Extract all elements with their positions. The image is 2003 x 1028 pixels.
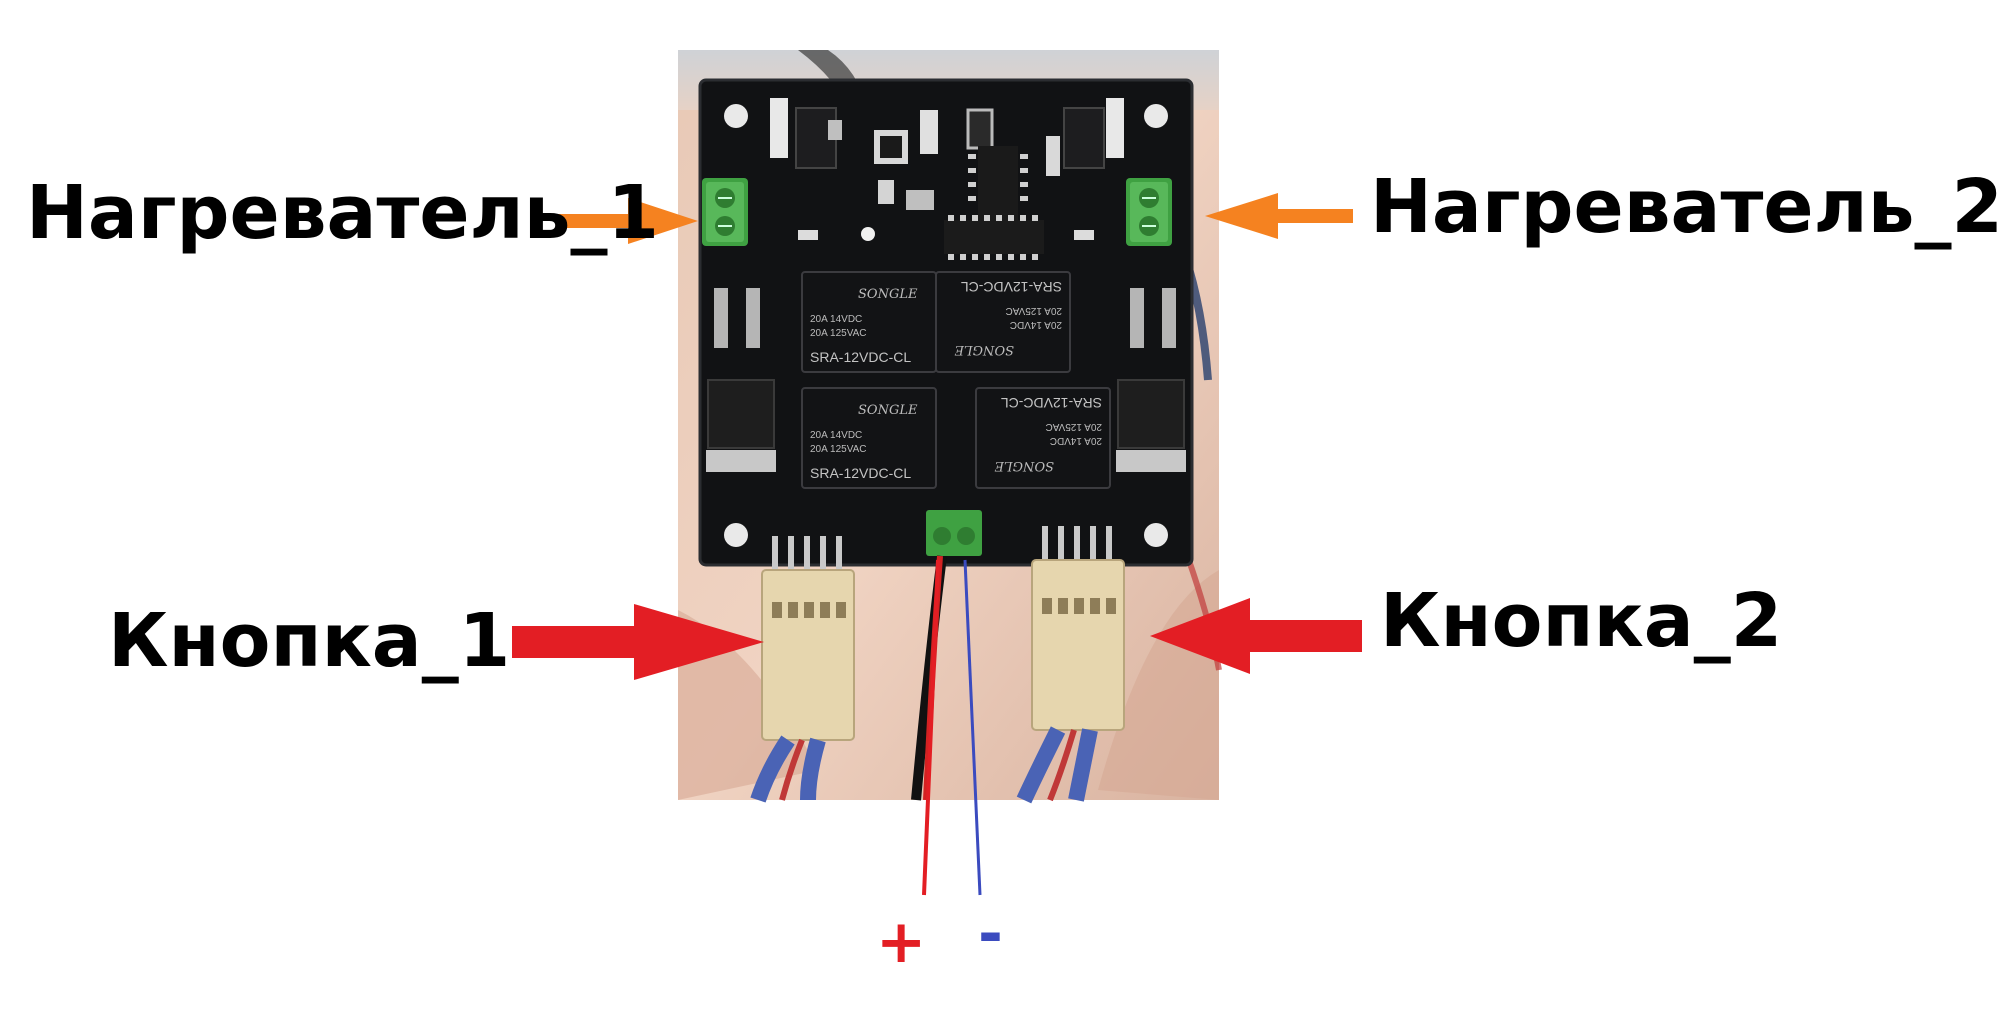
button-2-connector [1031, 526, 1125, 731]
relay-rating-2: 20A 125VAC [1005, 305, 1062, 316]
mounting-hole [1144, 523, 1168, 547]
relay: SONGLE 20A 14VDC 20A 125VAC SRA-12VDC-CL [801, 271, 937, 373]
relay-rating-2: 20A 125VAC [1045, 421, 1102, 432]
relay: SONGLE 20A 14VDC 20A 125VAC SRA-12VDC-CL [975, 387, 1111, 489]
relay-brand: SONGLE [954, 342, 1014, 357]
relay-brand: SONGLE [858, 287, 918, 302]
mounting-hole [724, 523, 748, 547]
mounting-hole [724, 104, 748, 128]
heater-1-terminal [702, 178, 748, 246]
relay-rating-1: 20A 14VDC [810, 314, 862, 325]
relay-rating-1: 20A 14VDC [1050, 435, 1102, 446]
button-1-connector [761, 536, 855, 741]
heater-2-arrow [1205, 193, 1353, 239]
relay-rating-2: 20A 125VAC [810, 328, 867, 339]
relay-rating-1: 20A 14VDC [810, 430, 862, 441]
relay-rating-1: 20A 14VDC [1010, 319, 1062, 330]
relay-rating-2: 20A 125VAC [810, 444, 867, 455]
heater-1-arrow [558, 198, 698, 244]
plus-label: + [876, 907, 927, 977]
relay: SONGLE 20A 14VDC 20A 125VAC SRA-12VDC-CL [801, 387, 937, 489]
heater-2-terminal [1126, 178, 1172, 246]
board-illustration: SONGLE 20A 14VDC 20A 125VAC SRA-12VDC-CL… [678, 50, 1222, 804]
relay-model: SRA-12VDC-CL [810, 465, 911, 481]
relay-model: SRA-12VDC-CL [961, 279, 1062, 295]
plus-wire [922, 559, 940, 896]
mounting-hole [1144, 104, 1168, 128]
relay-brand: SONGLE [858, 403, 918, 418]
button-2-label: Кнопка_2 [1380, 578, 1783, 664]
relay: SONGLE 20A 14VDC 20A 125VAC SRA-12VDC-CL [935, 271, 1071, 373]
button-1-label: Кнопка_1 [108, 598, 511, 684]
heater-2-label: Нагреватель_2 [1370, 164, 2003, 250]
minus-label: - [978, 899, 1003, 969]
minus-wire [963, 559, 982, 896]
relay-model: SRA-12VDC-CL [810, 349, 911, 365]
board-photo: SONGLE 20A 14VDC 20A 125VAC SRA-12VDC-CL… [678, 50, 1222, 804]
button-1-arrow [512, 604, 764, 680]
heater-1-label: Нагреватель_1 [26, 170, 660, 256]
annotation-overlay [512, 193, 1362, 896]
relay-model: SRA-12VDC-CL [1001, 395, 1102, 411]
relay-brand: SONGLE [994, 458, 1054, 473]
power-terminal [926, 510, 982, 556]
button-2-arrow [1150, 598, 1362, 674]
